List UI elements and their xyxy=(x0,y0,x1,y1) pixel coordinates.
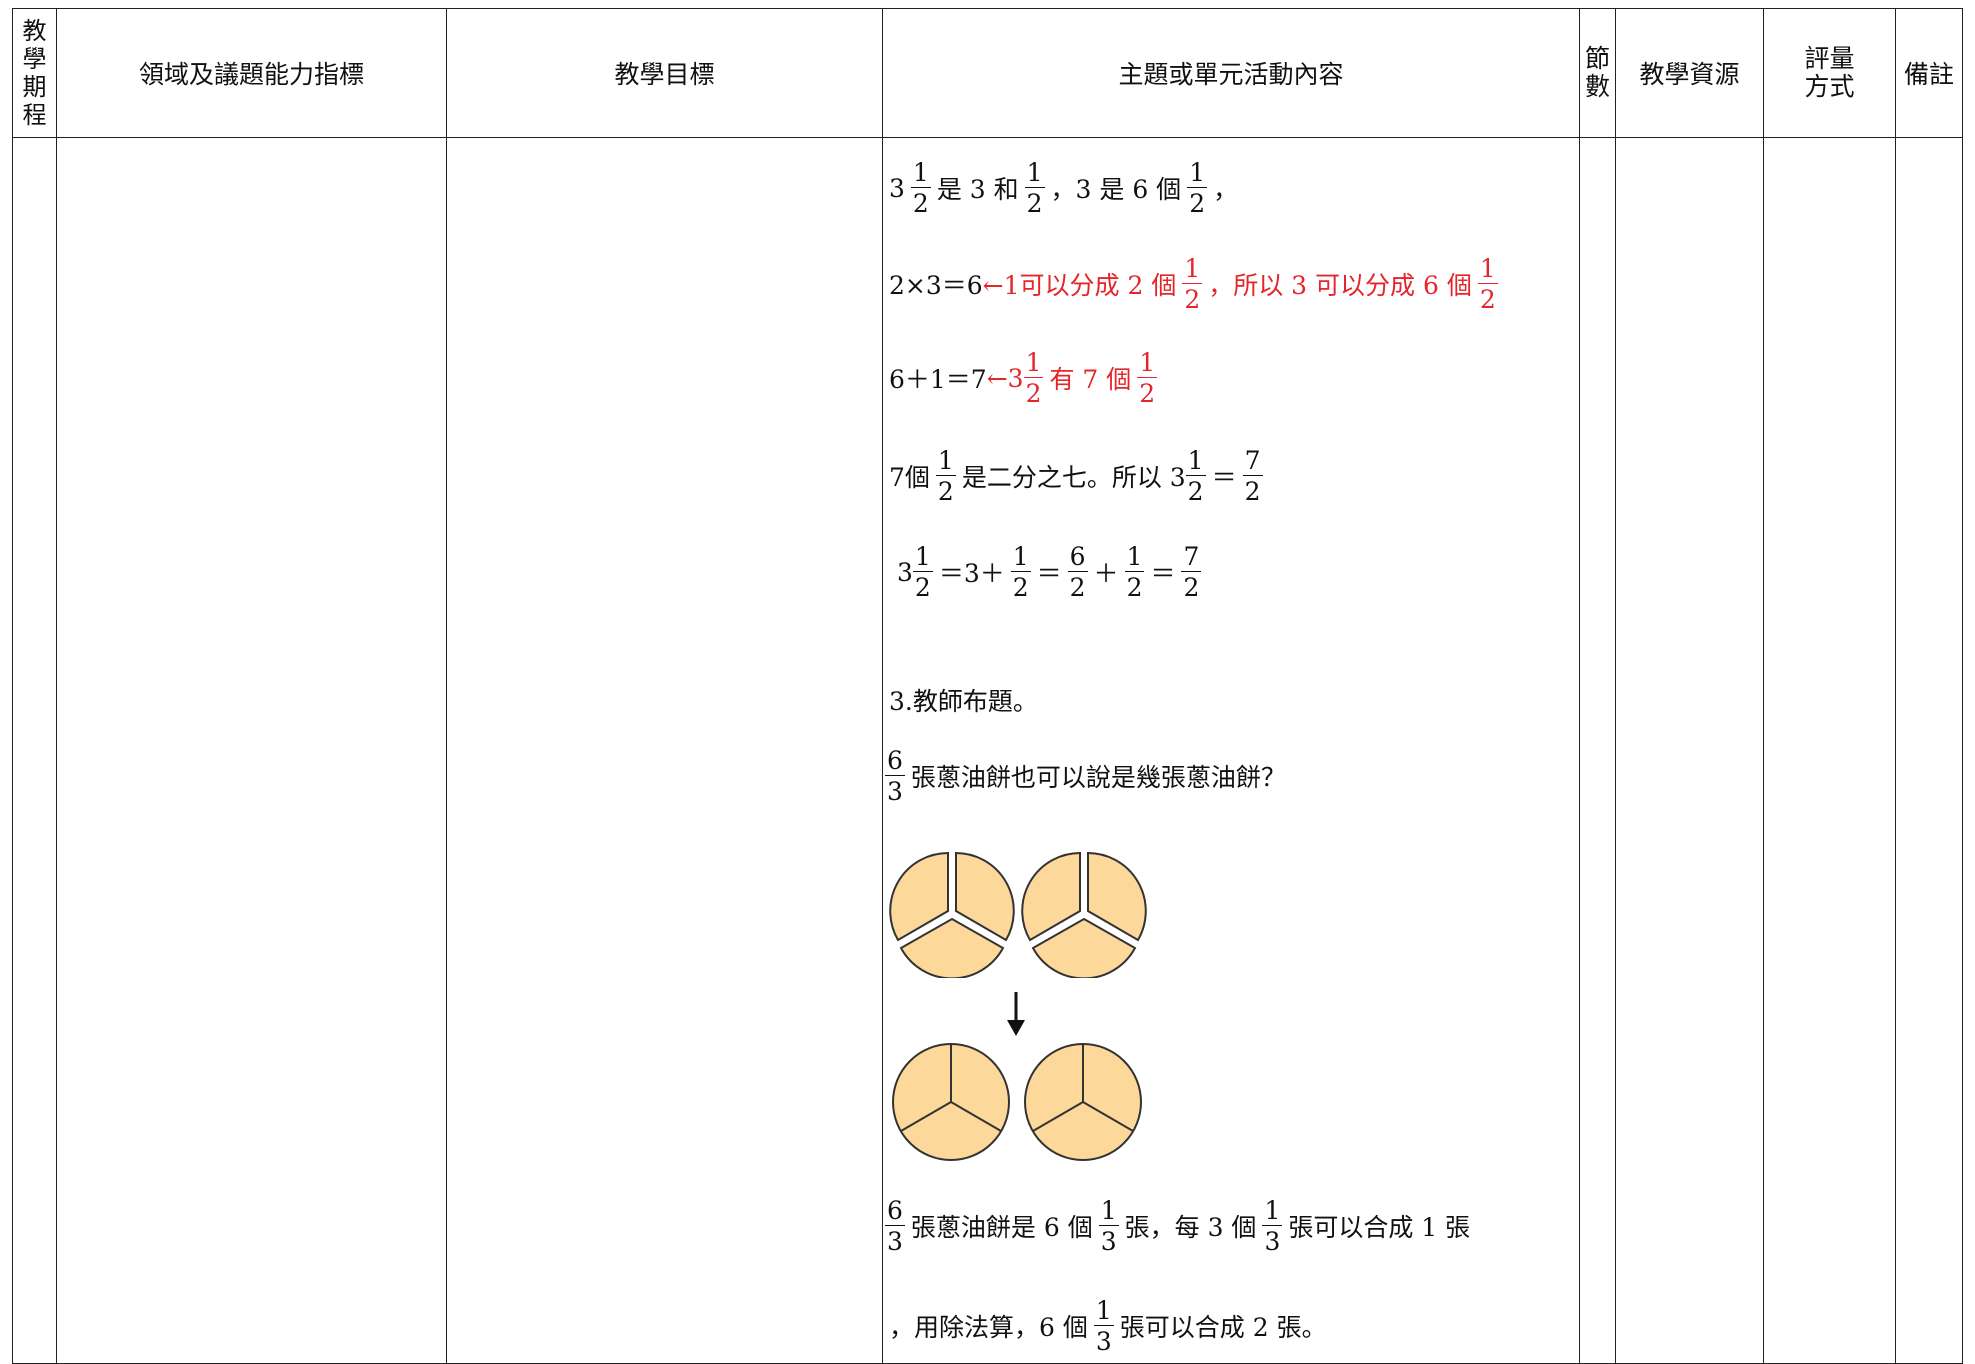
cell-remarks xyxy=(1895,137,1963,1364)
cell-period xyxy=(12,137,57,1364)
header-sessions: 節數 xyxy=(1579,8,1616,138)
header-activities: 主題或單元活動內容 xyxy=(882,8,1580,138)
lesson-plan-table: 教學期程 領域及議題能力指標 教學目標 主題或單元活動內容 節數 教學資源 評量… xyxy=(12,8,1963,1364)
cell-objectives xyxy=(446,137,883,1364)
pie-whole-1 xyxy=(892,1043,1010,1161)
arrow-down-icon xyxy=(1007,992,1025,1036)
header-assessment: 評量方式 xyxy=(1763,8,1896,138)
header-resources: 教學資源 xyxy=(1615,8,1764,138)
cell-assessment xyxy=(1763,137,1896,1364)
header-period: 教學期程 xyxy=(12,8,57,138)
cell-indicators xyxy=(56,137,447,1364)
pie-separated-2 xyxy=(1021,851,1147,978)
header-remarks: 備註 xyxy=(1895,8,1963,138)
pie-whole-2 xyxy=(1024,1043,1142,1161)
header-indicators: 領域及議題能力指標 xyxy=(56,8,447,138)
cell-sessions xyxy=(1579,137,1616,1364)
line-6: 3.教師布題。 xyxy=(889,687,1038,716)
pie-separated-1 xyxy=(889,851,1015,978)
cell-resources xyxy=(1615,137,1764,1364)
header-objectives: 教學目標 xyxy=(446,8,883,138)
header-row: 教學期程 領域及議題能力指標 教學目標 主題或單元活動內容 節數 教學資源 評量… xyxy=(12,8,1963,138)
